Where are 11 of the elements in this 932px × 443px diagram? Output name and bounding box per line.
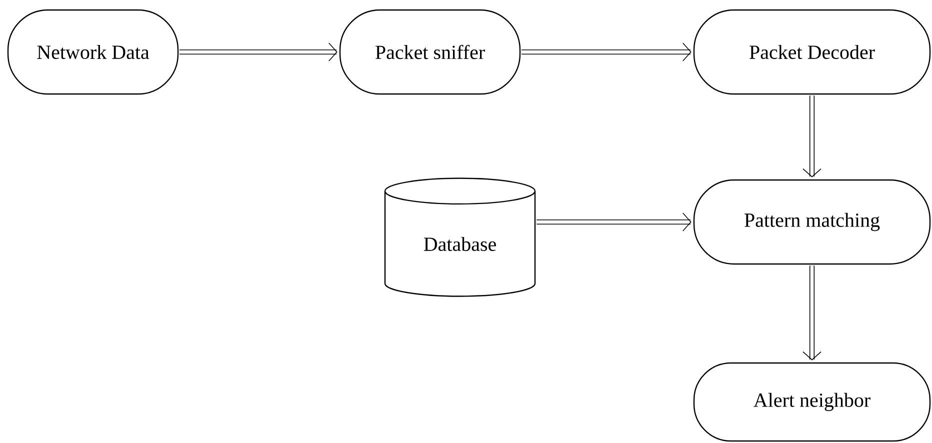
arrow (536, 212, 692, 232)
process-box: Packet Decoder (693, 9, 931, 95)
arrow (802, 96, 822, 178)
process-box: Packet sniffer (339, 9, 521, 95)
arrow (802, 266, 822, 360)
database-cylinder: Database (384, 178, 536, 297)
process-box: Alert neighbor (693, 362, 931, 442)
arrow (522, 42, 692, 62)
process-box: Network Data (7, 9, 179, 95)
process-box: Pattern matching (693, 179, 931, 265)
arrow (180, 42, 338, 62)
